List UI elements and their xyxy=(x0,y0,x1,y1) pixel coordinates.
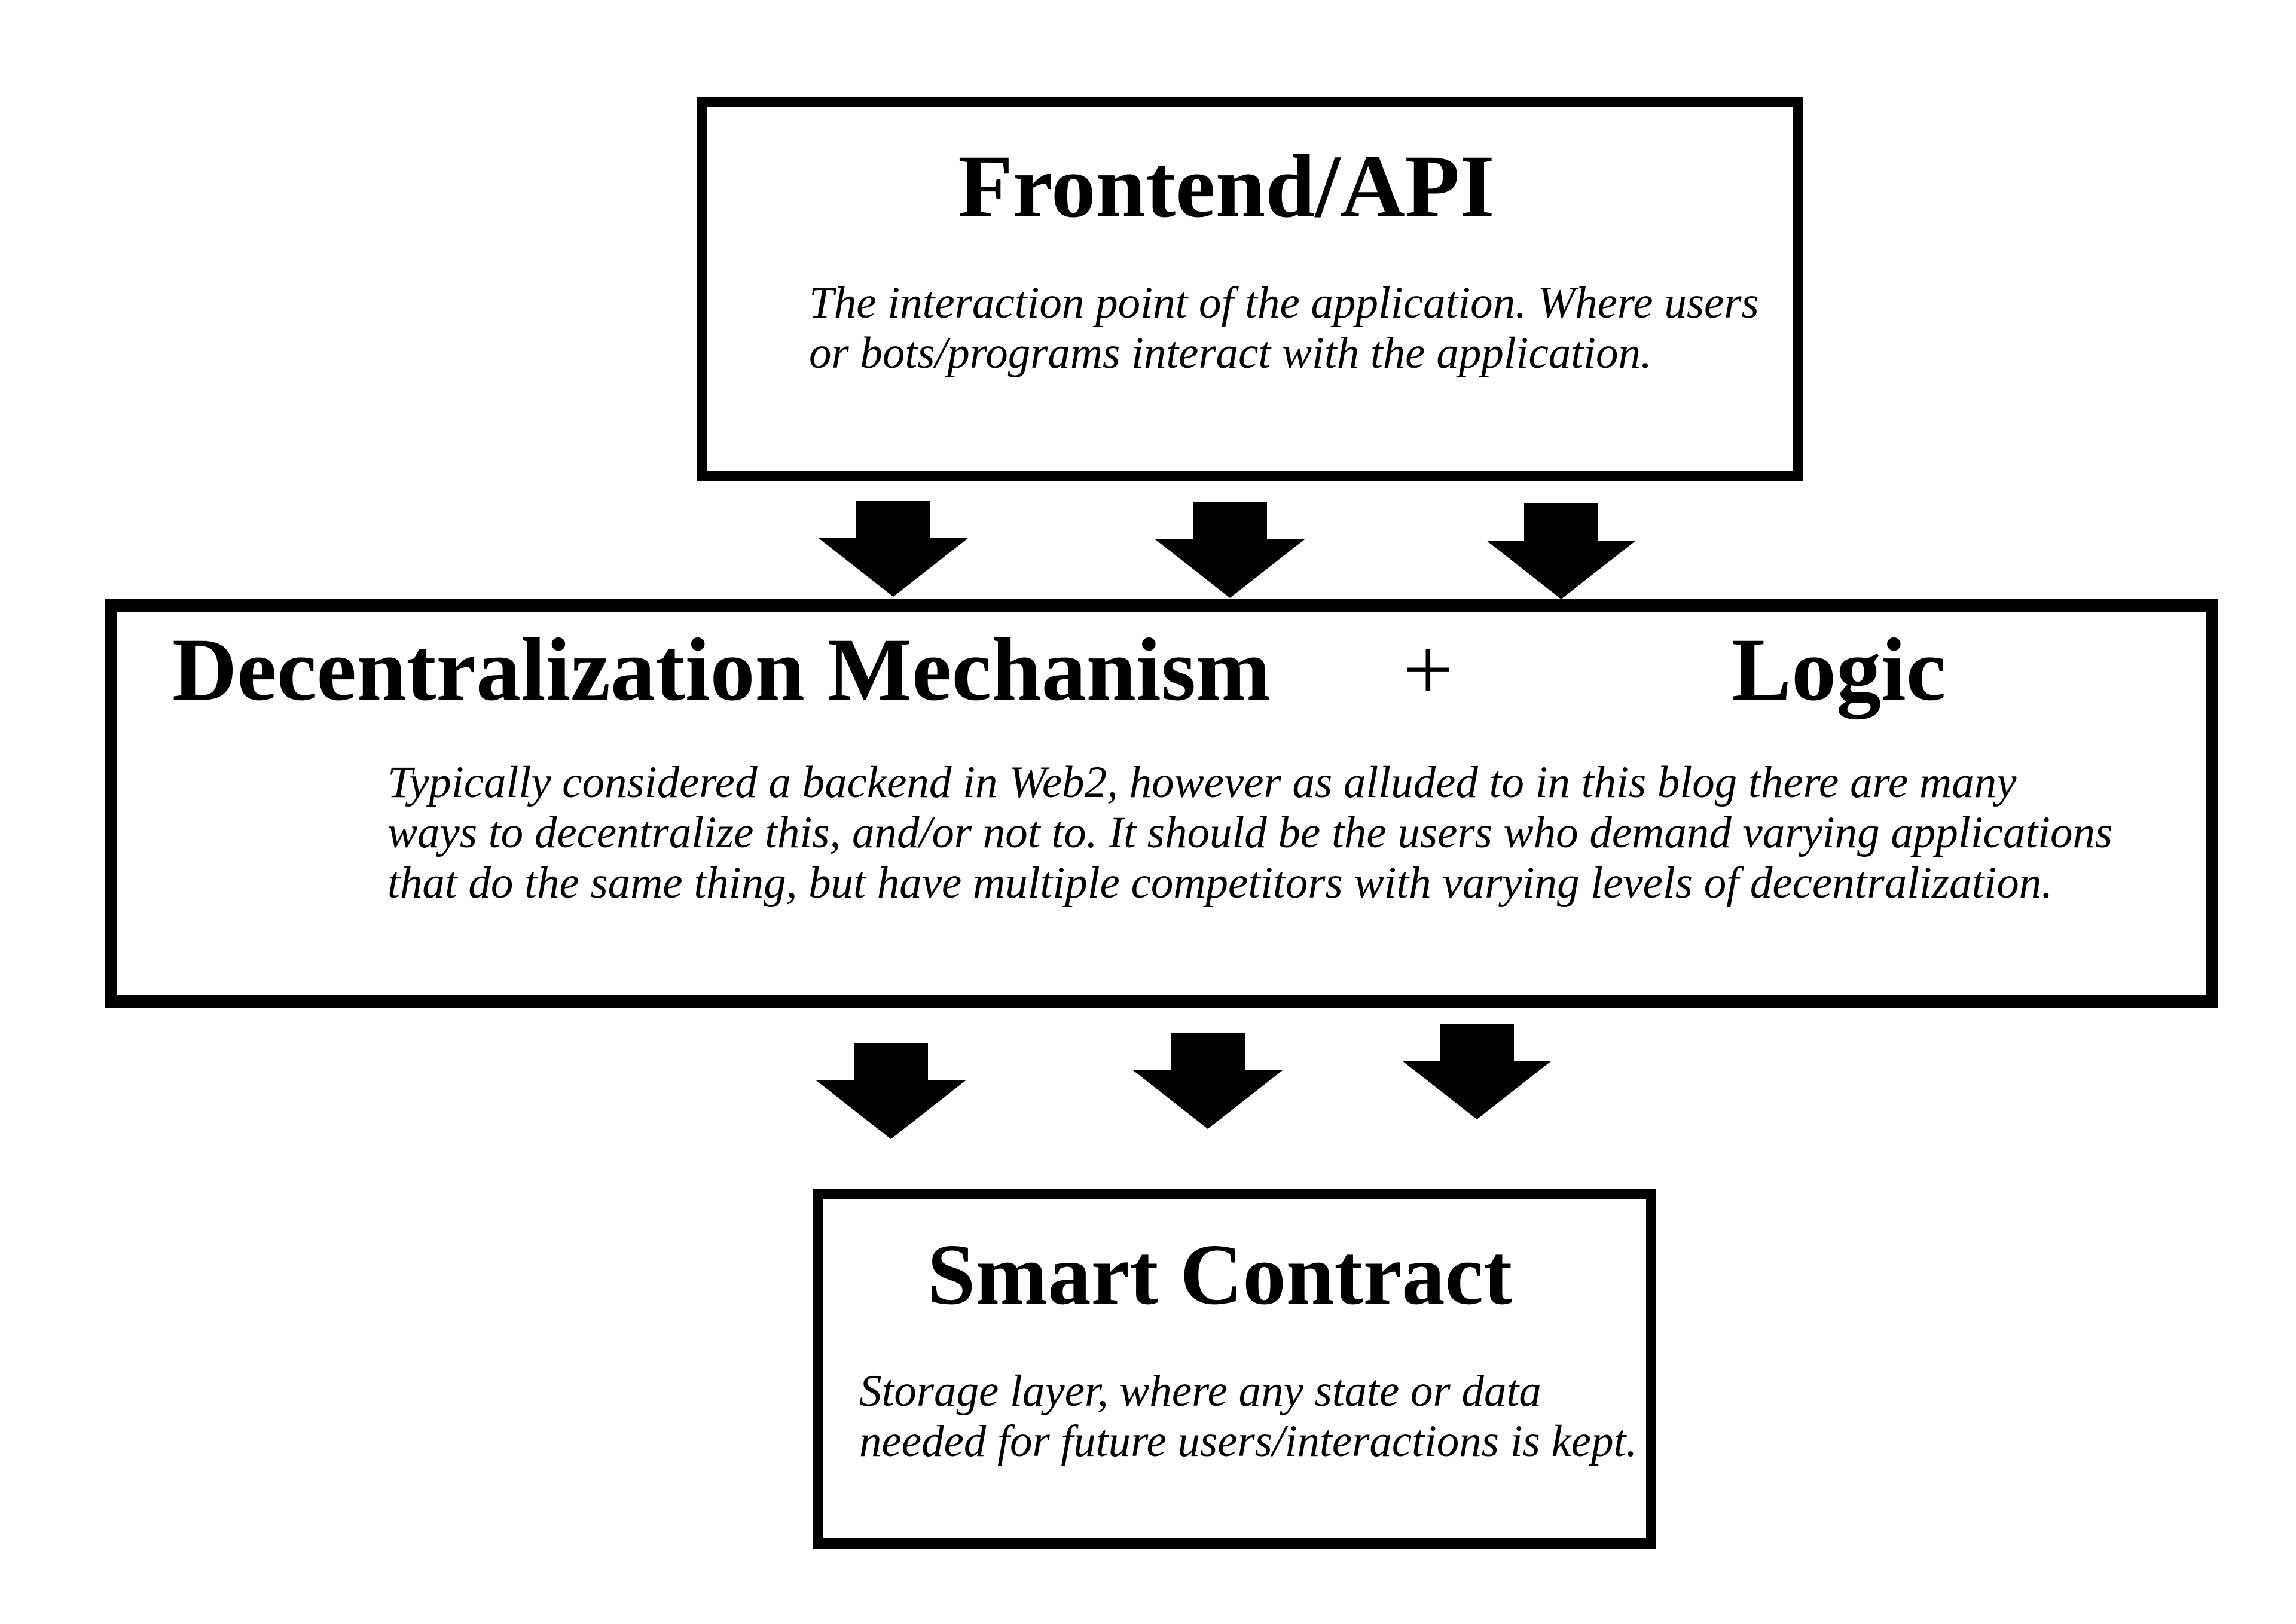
frontend-api-box: Frontend/API The interaction point of th… xyxy=(697,97,1803,481)
logic-title: Logic xyxy=(1732,620,1946,719)
down-arrow-icon xyxy=(819,501,968,597)
decentralization-title-row: Decentralization Mechanism + Logic xyxy=(117,625,2206,715)
smart-contract-description: Storage layer, where any state or data n… xyxy=(859,1366,1638,1466)
smart-contract-title: Smart Contract xyxy=(927,1227,1513,1323)
down-arrow-icon xyxy=(1133,1033,1283,1129)
down-arrow-icon xyxy=(1486,503,1636,599)
down-arrow-icon xyxy=(816,1043,966,1139)
frontend-api-title: Frontend/API xyxy=(958,137,1495,236)
smart-contract-box: Smart Contract Storage layer, where any … xyxy=(813,1189,1656,1549)
decentralization-mechanism-box: Decentralization Mechanism + Logic Typic… xyxy=(105,599,2218,1008)
frontend-api-description: The interaction point of the application… xyxy=(809,278,1759,378)
decentralization-mechanism-title: Decentralization Mechanism xyxy=(172,620,1271,719)
plus-sign: + xyxy=(1403,620,1454,719)
decentralization-description: Typically considered a backend in Web2, … xyxy=(387,758,2113,908)
down-arrow-icon xyxy=(1402,1024,1552,1119)
down-arrow-icon xyxy=(1155,502,1305,598)
